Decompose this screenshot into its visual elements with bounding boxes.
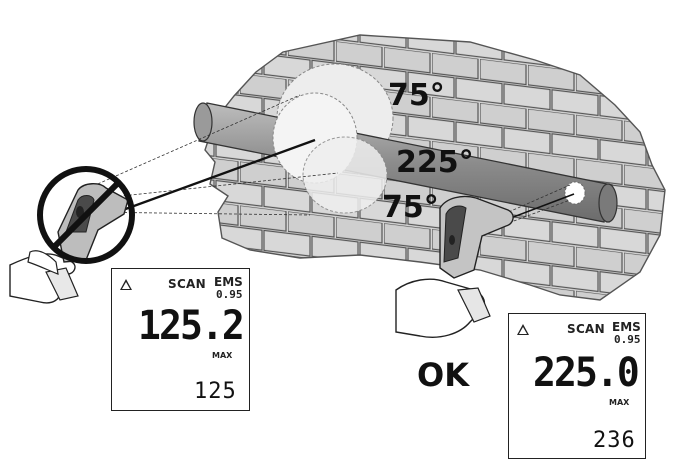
mode-label: SCAN	[168, 277, 206, 291]
temp-label-lower: 75°	[382, 190, 439, 225]
laser-line-bad	[89, 138, 316, 224]
prohibited-circle-icon	[37, 166, 135, 264]
ems-value: 0.95	[614, 333, 641, 346]
lcd-display-bad: SCAN EMS 0.95 125.2 MAX 125	[111, 268, 250, 411]
hand-thermometer-bad	[9, 183, 129, 304]
temp-label-pipe: 225°	[396, 145, 474, 180]
mode-label: SCAN	[567, 322, 605, 336]
ems-label: EMS	[612, 320, 641, 334]
measure-spot-lower	[302, 136, 388, 214]
warning-triangle-icon	[120, 279, 132, 290]
temp-label-upper: 75°	[388, 78, 445, 113]
max-label: MAX	[212, 351, 233, 360]
main-reading: 225.0	[533, 350, 640, 396]
hand-thermometer-good	[395, 195, 514, 338]
ems-label: EMS	[214, 275, 243, 289]
warning-triangle-icon	[517, 324, 529, 335]
lcd-display-good: SCAN EMS 0.95 225.0 MAX 236	[508, 313, 646, 459]
secondary-reading: 236	[593, 428, 636, 453]
measurement-cone-good	[494, 184, 571, 229]
max-label: MAX	[609, 398, 630, 407]
ems-value: 0.95	[216, 288, 243, 301]
main-reading: 125.2	[138, 303, 245, 349]
ok-verdict: OK	[417, 356, 469, 394]
secondary-reading: 125	[194, 379, 237, 404]
measure-spot-good	[564, 181, 586, 205]
